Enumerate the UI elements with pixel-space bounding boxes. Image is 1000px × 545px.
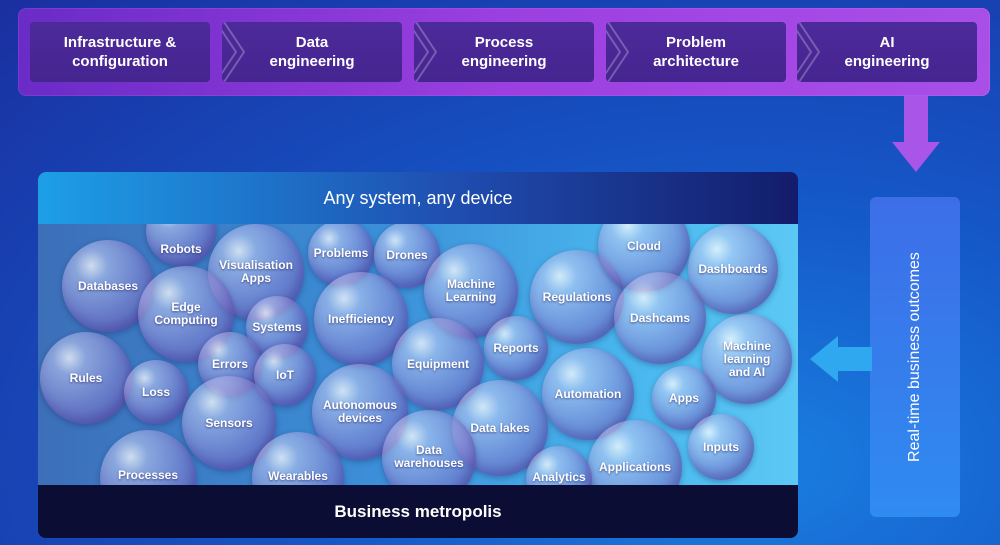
outcomes-side-bar: Real-time business outcomes xyxy=(870,197,960,517)
bubble-label: Dashboards xyxy=(698,261,768,276)
bubble-dashcams: Dashcams xyxy=(614,272,706,364)
bubble-label: Databases xyxy=(77,278,139,293)
down-arrow-icon xyxy=(892,96,940,172)
chevron-decoration-icon xyxy=(414,22,438,82)
bubble-reports: Reports xyxy=(484,316,548,380)
side-bar-label: Real-time business outcomes xyxy=(906,252,923,462)
bubble-label: Wearables xyxy=(268,468,328,483)
bubble-field: Robots Databases Visualisation Apps Edge… xyxy=(38,224,798,485)
bubble-label: Inputs xyxy=(703,439,739,454)
chevron-decoration-icon xyxy=(222,22,246,82)
bubble-dashboards: Dashboards xyxy=(688,224,778,314)
stage-label: Problem architecture xyxy=(653,34,739,70)
bubble-label: Edge Computing xyxy=(154,300,218,327)
panel-footer-text: Business metropolis xyxy=(334,501,502,521)
bubble-label: Processes xyxy=(117,467,179,482)
bubble-label: Robots xyxy=(160,241,202,256)
stage-ai-engineering: AI engineering xyxy=(797,22,977,82)
bubble-label: Machine Learning xyxy=(445,277,497,304)
panel-footer: Business metropolis xyxy=(38,485,798,538)
bubble-label: Inefficiency xyxy=(327,311,395,326)
bubble-label: Data warehouses xyxy=(394,443,464,470)
bubble-label: Data lakes xyxy=(470,420,530,435)
stage-label: Process engineering xyxy=(461,34,547,70)
bubble-label: Loss xyxy=(141,384,170,399)
stage-label: AI engineering xyxy=(844,34,930,70)
bubble-inputs: Inputs xyxy=(688,414,754,480)
bubble-data-warehouses: Data warehouses xyxy=(382,410,476,485)
bubble-label: Sensors xyxy=(205,415,253,430)
bubble-label: Problems xyxy=(313,245,369,260)
bubble-inefficiency: Inefficiency xyxy=(314,272,408,366)
bubble-machine-learning-and-ai: Machine learning and AI xyxy=(702,314,792,404)
bubble-label: Cloud xyxy=(627,238,661,253)
left-arrow-icon xyxy=(810,336,872,382)
stage-infrastructure-configuration: Infrastructure & configuration xyxy=(30,22,210,82)
bubble-loss: Loss xyxy=(124,360,188,424)
stage-process-engineering: Process engineering xyxy=(414,22,594,82)
bubble-processes: Processes xyxy=(100,430,196,485)
bubble-label: Rules xyxy=(69,370,103,385)
bubble-label: Analytics xyxy=(532,469,586,484)
panel-header: Any system, any device xyxy=(38,172,798,224)
bubble-label: Equipment xyxy=(407,356,469,371)
chevron-decoration-icon xyxy=(606,22,630,82)
stage-label: Infrastructure & configuration xyxy=(63,34,177,70)
bubble-label: Drones xyxy=(386,247,428,262)
bubble-label: Apps xyxy=(669,390,699,405)
bubble-label: Reports xyxy=(493,340,539,355)
stage-data-engineering: Data engineering xyxy=(222,22,402,82)
bubble-label: Automation xyxy=(554,386,622,401)
stage-problem-architecture: Problem architecture xyxy=(606,22,786,82)
bubble-rules: Rules xyxy=(40,332,132,424)
bubble-label: Applications xyxy=(598,459,671,474)
panel-header-text: Any system, any device xyxy=(323,187,513,208)
business-metropolis-panel: Any system, any device Robots Databases … xyxy=(38,172,798,538)
bubble-label: Errors xyxy=(211,356,249,371)
bubble-label: Dashcams xyxy=(629,310,691,325)
bubble-label: Machine learning and AI xyxy=(722,338,771,379)
bubble-label: Regulations xyxy=(542,289,612,304)
stage-label: Data engineering xyxy=(269,34,355,70)
chevron-decoration-icon xyxy=(797,22,821,82)
bubble-label: IoT xyxy=(276,367,294,382)
bubble-label: Visualisation Apps xyxy=(219,258,293,285)
bubble-label: Systems xyxy=(252,319,302,334)
bubble-label: Autonomous devices xyxy=(323,398,397,425)
bubble-robots: Robots xyxy=(146,224,216,266)
